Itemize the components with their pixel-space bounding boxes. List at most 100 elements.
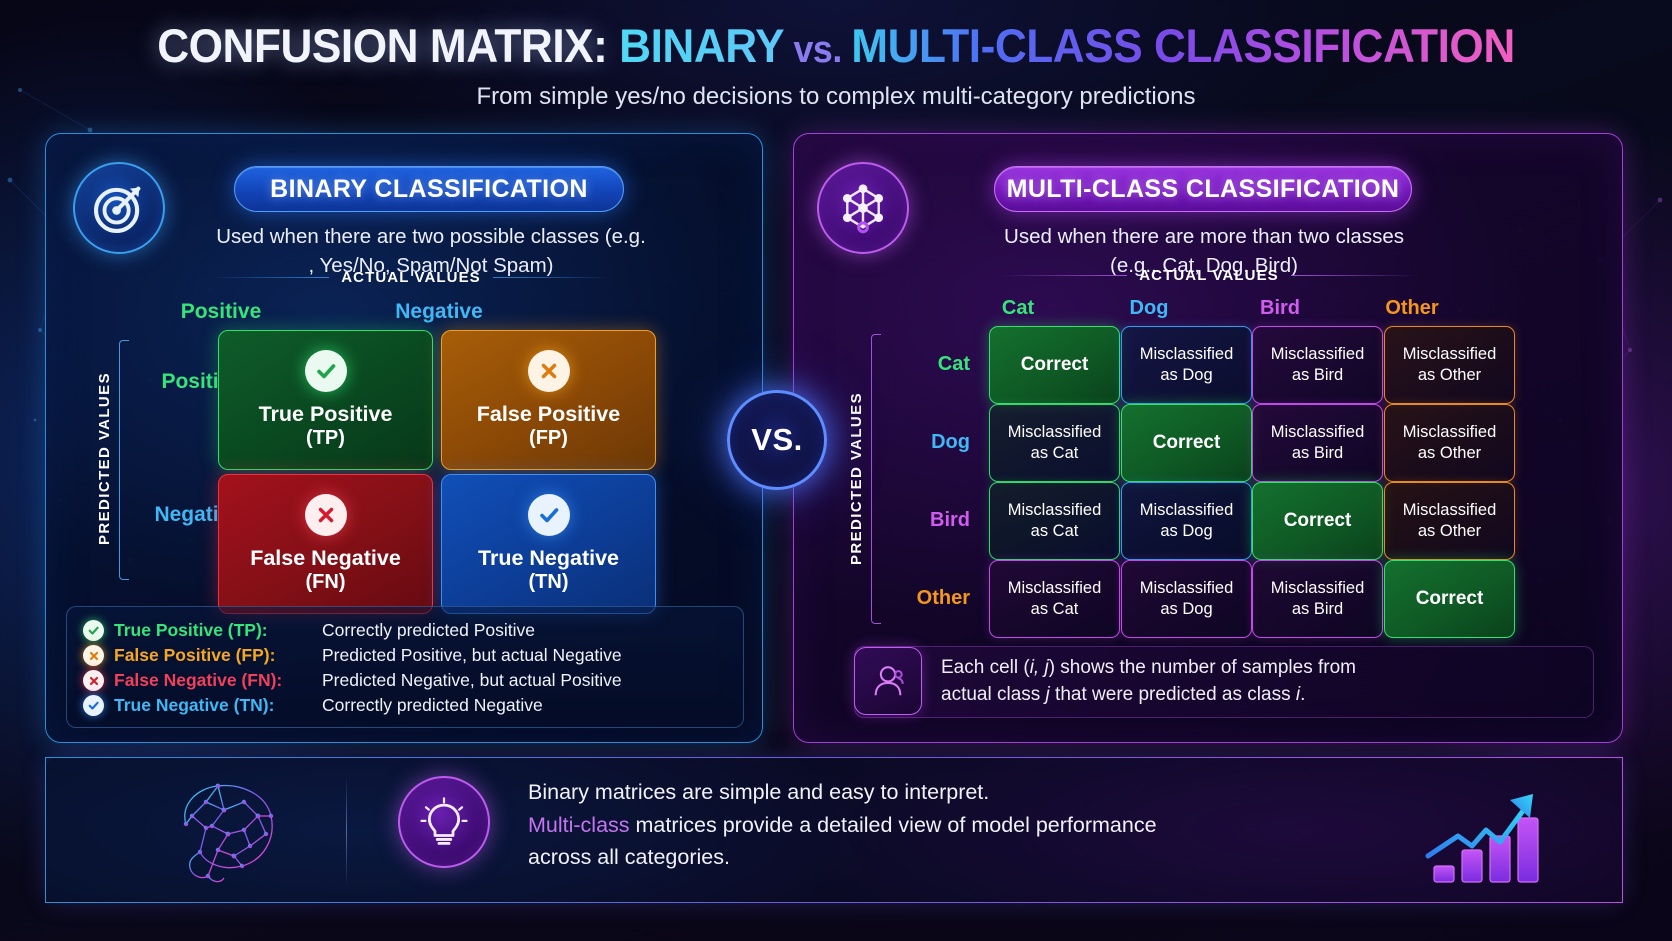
multiclass-cell-dog-dog[interactable]: Correct (1121, 404, 1252, 482)
note-line-2: actual class j that were predicted as cl… (941, 682, 1356, 709)
cell-title: True Positive (258, 401, 393, 426)
check-icon (527, 493, 570, 536)
legend-value: Predicted Negative, but actual Positive (322, 670, 622, 690)
legend-key: True Negative (TN): (114, 695, 275, 715)
multiclass-description-line1: Used when there are more than two classe… (1004, 225, 1404, 248)
legend-value: Predicted Positive, but actual Negative (322, 645, 622, 665)
binary-description: Used when there are two possible classes… (206, 222, 656, 280)
legend-row: False Positive (FP): Predicted Positive,… (83, 643, 727, 668)
binary-title-pill: BINARY CLASSIFICATION (234, 166, 624, 212)
cell-subtitle: (TN) (528, 571, 569, 594)
note-l1-i: i, j (1029, 657, 1049, 679)
label-text: ACTUAL VALUES (1139, 267, 1279, 284)
multiclass-predicted-bracket (871, 334, 881, 624)
vs-badge: VS. (727, 390, 827, 490)
brain-network-icon (183, 783, 274, 883)
binary-description-line1: Used when there are two possible classes… (216, 225, 646, 248)
footer-line-2-rest: matrices provide a detailed view of mode… (629, 812, 1157, 837)
cell-title: False Negative (250, 545, 401, 570)
multiclass-description-line2: (e.g., Cat, Dog, Bird) (1110, 254, 1298, 278)
binary-cell-true-negative[interactable]: True Negative (TN) (441, 474, 656, 614)
multiclass-row-header-bird: Bird (930, 509, 970, 531)
page-title: CONFUSION MATRIX: BINARY vs. MULTI-CLASS… (50, 18, 1622, 73)
footer-summary-bar: Binary matrices are simple and easy to i… (45, 757, 1623, 903)
note-line-1: Each cell (i, j) shows the number of sam… (941, 655, 1356, 682)
legend-value: Correctly predicted Negative (322, 695, 543, 715)
multiclass-title-pill: MULTI-CLASS CLASSIFICATION (994, 166, 1412, 212)
multiclass-description: Used when there are more than two classe… (974, 222, 1434, 280)
binary-col-header-negative: Negative (395, 300, 483, 323)
divider-left (211, 277, 330, 278)
note-l2-c: . (1300, 684, 1306, 705)
binary-classification-panel: BINARY CLASSIFICATION Used when there ar… (45, 133, 763, 743)
legend-key: False Negative (FN): (114, 670, 283, 690)
note-l1-b: ) shows the number of samples from (1048, 657, 1356, 679)
target-icon (73, 162, 165, 254)
binary-legend: True Positive (TP): Correctly predicted … (66, 606, 744, 728)
divider-right (1290, 275, 1419, 276)
multiclass-cell-other-other[interactable]: Correct (1384, 560, 1515, 638)
check-icon (304, 349, 347, 392)
multiclass-col-header-cat: Cat (1001, 297, 1035, 319)
note-l2-i2: i (1295, 684, 1301, 705)
multiclass-col-header-other: Other (1385, 297, 1439, 319)
multiclass-classification-panel: MULTI-CLASS CLASSIFICATION Used when the… (793, 133, 1623, 743)
multiclass-actual-values-label: ACTUAL VALUES (999, 267, 1419, 284)
label-text: ACTUAL VALUES (341, 269, 481, 286)
divider-right (492, 277, 611, 278)
multiclass-row-header-other: Other (916, 587, 970, 609)
check-circle-icon (83, 695, 104, 716)
binary-predicted-values-label: PREDICTED VALUES (96, 372, 113, 546)
footer-text: Binary matrices are simple and easy to i… (528, 776, 1288, 874)
multiclass-note-box: Each cell (i, j) shows the number of sam… (854, 646, 1594, 718)
legend-row: True Negative (TN): Correctly predicted … (83, 693, 727, 718)
legend-row: False Negative (FN): Predicted Negative,… (83, 668, 727, 693)
binary-cell-false-negative[interactable]: False Negative (FN) (218, 474, 433, 614)
check-circle-icon (83, 620, 104, 641)
binary-cell-false-positive[interactable]: False Positive (FP) (441, 330, 656, 470)
divider-left (999, 275, 1128, 276)
footer-highlight: Multi-class (528, 812, 630, 837)
binary-cell-true-positive[interactable]: True Positive (TP) (218, 330, 433, 470)
binary-predicted-bracket (119, 340, 129, 580)
legend-row: True Positive (TP): Correctly predicted … (83, 618, 727, 643)
multiclass-row-header-dog: Dog (931, 431, 970, 453)
cell-subtitle: (TP) (306, 427, 345, 450)
note-l1-a: Each cell ( (941, 657, 1030, 679)
footer-line-1: Binary matrices are simple and easy to i… (528, 780, 990, 804)
multiclass-predicted-values-label: PREDICTED VALUES (848, 392, 865, 566)
multiclass-note-text: Each cell (i, j) shows the number of sam… (941, 655, 1356, 708)
title-binary: BINARY (619, 19, 785, 72)
multiclass-col-header-bird: Bird (1260, 297, 1300, 319)
footer-divider (346, 776, 347, 886)
multiclass-row-header-cat: Cat (937, 353, 970, 375)
cross-circle-icon (83, 670, 104, 691)
multiclass-cell-bird-bird[interactable]: Correct (1252, 482, 1383, 560)
network-nodes-icon (817, 162, 909, 254)
binary-col-header-positive: Positive (180, 300, 262, 323)
lightbulb-icon (398, 776, 490, 868)
title-vs: vs. (784, 29, 852, 71)
note-l2-i: j (1045, 684, 1050, 705)
multiclass-col-header-dog: Dog (1129, 297, 1169, 319)
footer-line-3: across all categories. (528, 845, 730, 870)
footer-line-2: Multi-class matrices provide a detailed … (528, 809, 1288, 842)
cell-subtitle: (FN) (305, 571, 346, 594)
binary-actual-values-label: ACTUAL VALUES (211, 269, 611, 286)
page-header: CONFUSION MATRIX: BINARY vs. MULTI-CLASS… (0, 18, 1672, 111)
cross-icon (527, 349, 570, 392)
multiclass-cell-cat-cat[interactable]: Correct (989, 326, 1120, 404)
cell-title: True Negative (478, 545, 619, 570)
